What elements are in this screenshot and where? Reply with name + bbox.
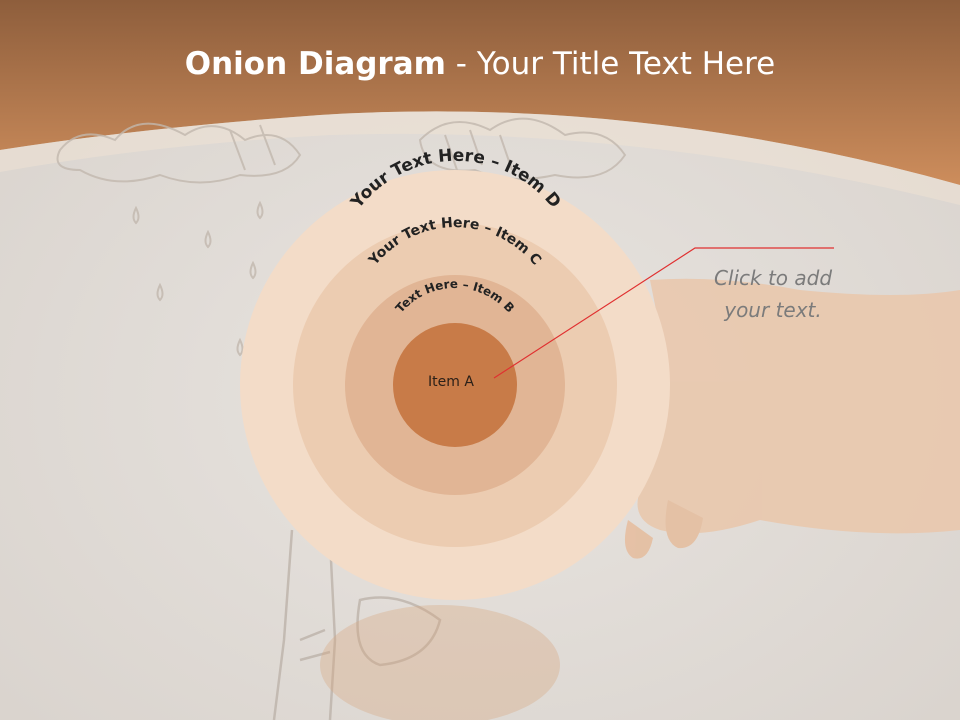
header-band xyxy=(0,0,960,185)
callout-leader-line xyxy=(493,247,834,379)
slide-title[interactable]: Onion Diagram - Your Title Text Here xyxy=(0,46,960,82)
callout-line-1: Click to add xyxy=(713,266,833,290)
title-rest: - Your Title Text Here xyxy=(445,46,776,82)
raindrop-sketch xyxy=(132,200,264,357)
callout-line-2: your text. xyxy=(724,298,822,322)
hand-silhouette xyxy=(624,278,960,559)
layer-a-core[interactable] xyxy=(393,323,517,447)
layer-a-label: Item A xyxy=(428,374,474,390)
callout-text[interactable]: Click to add your text. xyxy=(672,262,874,326)
title-bold: Onion Diagram xyxy=(184,46,446,82)
rain-cloud-sketch xyxy=(56,117,627,184)
person-sketch xyxy=(272,529,442,720)
